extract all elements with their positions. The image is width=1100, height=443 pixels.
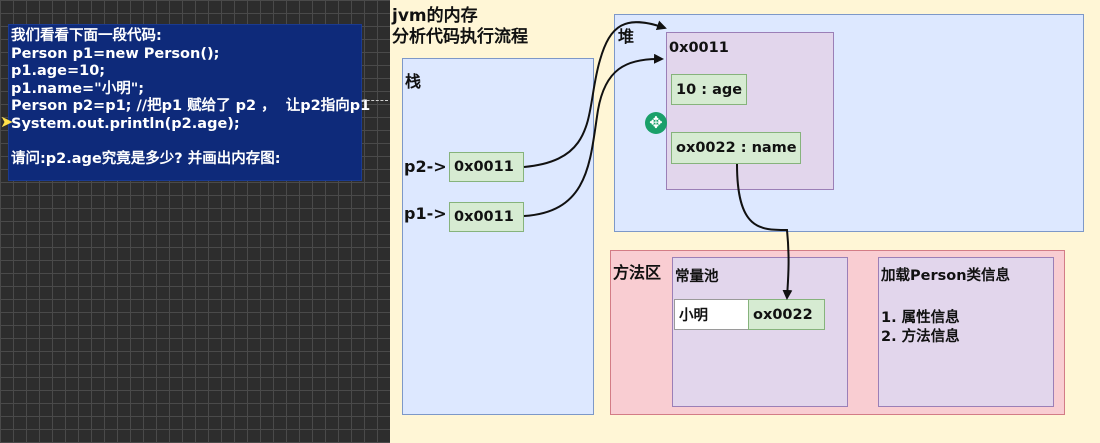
code-line: 我们看看下面一段代码: xyxy=(11,28,162,44)
constant-pool-box[interactable] xyxy=(672,257,848,407)
code-line: Person p2=p1; //把p1 赋给了 p2 ， 让p2指向p1 xyxy=(11,98,371,114)
stack-region[interactable] xyxy=(402,58,594,415)
code-line: p1.age=10; xyxy=(11,63,106,79)
code-line: Person p1=new Person(); xyxy=(11,45,220,62)
method-area-label: 方法区 xyxy=(613,263,662,282)
pointer-cursor-icon: ➤ xyxy=(0,112,14,131)
diagram-title-line1: jvm的内存 xyxy=(392,6,478,26)
code-line: 请问:p2.age究竟是多少? 并画出内存图: xyxy=(11,150,281,167)
move-handle-icon[interactable]: ✥ xyxy=(645,112,667,134)
class-info-label: 加载Person类信息 xyxy=(881,268,1011,284)
connector-dashed-line xyxy=(362,100,388,101)
name-to-constant-arrow xyxy=(736,163,793,300)
age-field-cell[interactable]: 10 : age xyxy=(671,74,747,105)
p1-to-object-arrow xyxy=(523,53,664,217)
stack-label: 栈 xyxy=(405,72,422,91)
code-panel[interactable]: 我们看看下面一段代码: Person p1=new Person(); p1.a… xyxy=(8,24,371,181)
class-info-item-methods: 2. 方法信息 xyxy=(881,329,960,345)
string-value-cell[interactable]: 小明 xyxy=(674,299,750,330)
p2-label: p2-> xyxy=(404,157,447,176)
code-line: p1.name="小明"; xyxy=(11,80,145,97)
class-info-box[interactable] xyxy=(878,257,1054,407)
diagram-title: jvm的内存 分析代码执行流程 xyxy=(392,6,528,48)
code-line: System.out.println(p2.age); xyxy=(11,115,240,132)
p1-reference-cell[interactable]: 0x0011 xyxy=(449,202,524,232)
heap-label: 堆 xyxy=(618,27,635,46)
diagram-title-line2: 分析代码执行流程 xyxy=(392,27,528,47)
object-address: 0x0011 xyxy=(669,40,729,56)
class-info-item-attributes: 1. 属性信息 xyxy=(881,310,960,326)
p2-to-object-arrow xyxy=(523,20,667,168)
p1-label: p1-> xyxy=(404,204,447,223)
name-field-cell[interactable]: ox0022 : name xyxy=(671,132,801,164)
constant-pool-label: 常量池 xyxy=(675,269,719,285)
p2-reference-cell[interactable]: 0x0011 xyxy=(449,152,524,182)
